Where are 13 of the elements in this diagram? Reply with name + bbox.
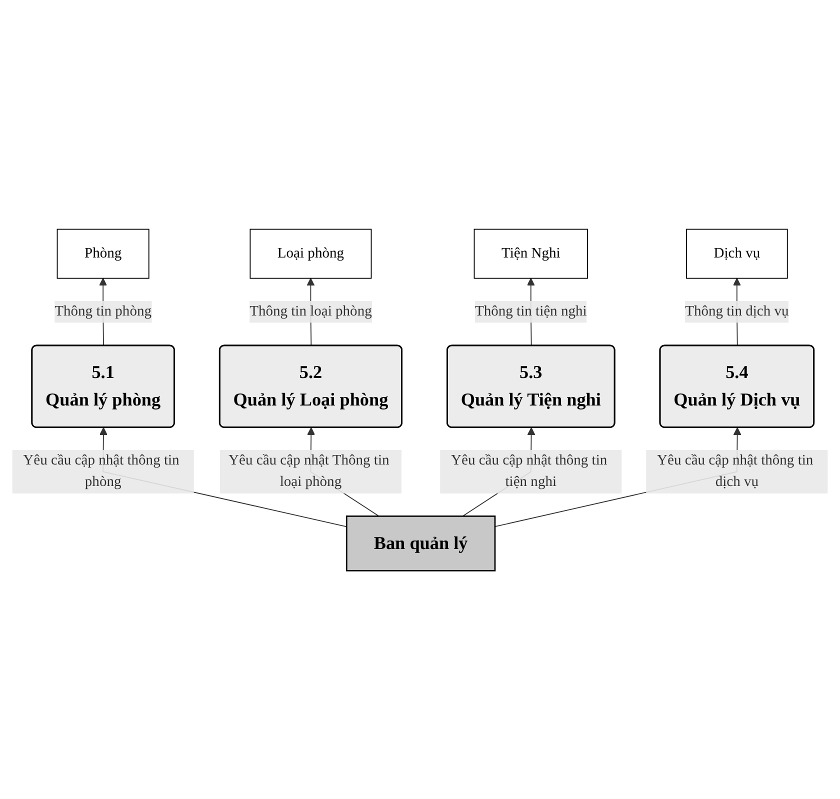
edge-label: Thông tin phòng — [54, 303, 152, 319]
node-box: Tiện Nghi — [474, 228, 588, 278]
node-box: Ban quản lý — [346, 515, 496, 571]
node-box: Loại phòng — [250, 228, 372, 278]
edge-label: Yêu cầu cập nhật thông tin phòng — [23, 452, 180, 490]
edge-label: Thông tin loại phòng — [250, 303, 372, 319]
edge-label: Yêu cầu cập nhật thông tin tiện nghi — [451, 452, 608, 490]
edge-label: Thông tin tiện nghi — [475, 303, 587, 319]
edge-label: Yêu cầu cập nhật thông tin dịch vụ — [657, 452, 814, 490]
edge-label: Thông tin dịch vụ — [685, 303, 789, 319]
node-box: Phòng — [56, 228, 150, 278]
node-box: Dịch vụ — [686, 228, 788, 278]
edge-label: Yêu cầu cập nhật Thông tin loại phòng — [228, 452, 390, 490]
